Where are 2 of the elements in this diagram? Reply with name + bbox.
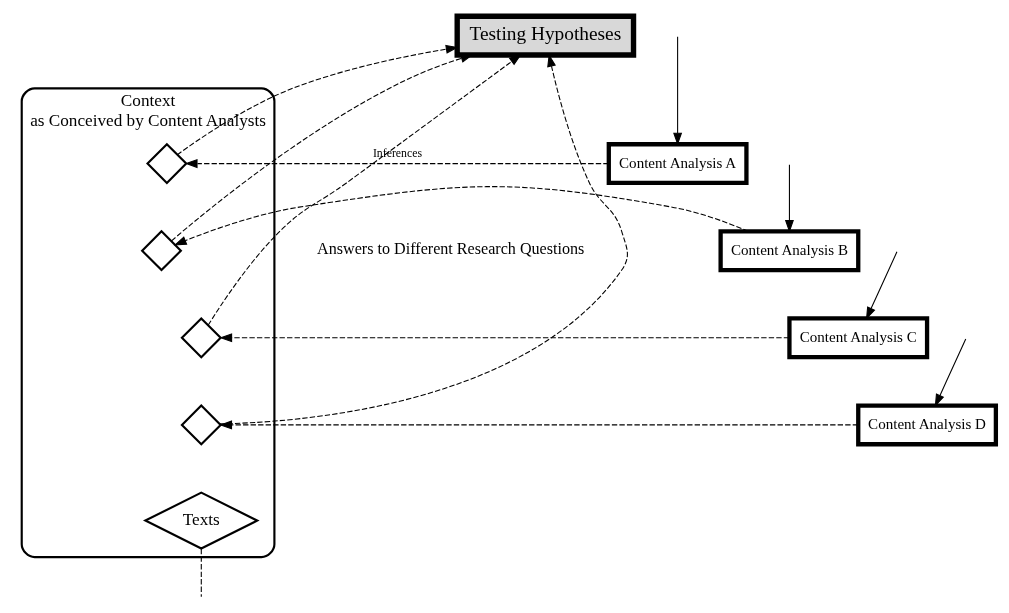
edge-label: Inferences [372,145,423,160]
label: Answers to Different Research Questions [317,239,585,257]
